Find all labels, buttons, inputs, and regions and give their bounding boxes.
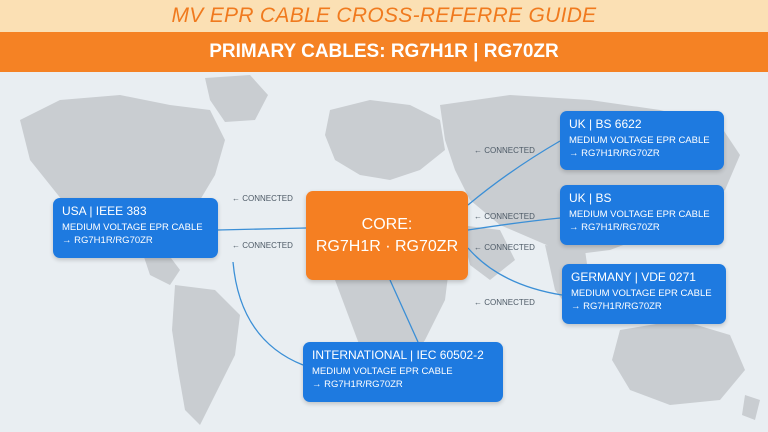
connector-label-germany: ← CONNECTED bbox=[474, 298, 535, 307]
node-germany-heading: GERMANY | VDE 0271 bbox=[571, 270, 696, 284]
node-germany-type: MEDIUM VOLTAGE EPR CABLE bbox=[571, 288, 712, 299]
core-cables: RG7H1R · RG70ZR bbox=[315, 237, 459, 255]
node-international-cables: → RG7H1R/RG70ZR bbox=[312, 379, 403, 390]
landmass-arabia bbox=[460, 225, 515, 280]
node-international-heading: INTERNATIONAL | IEC 60502-2 bbox=[312, 348, 484, 362]
node-germany-cables: → RG7H1R/RG70ZR bbox=[571, 301, 662, 312]
primary-cables-banner: PRIMARY CABLES: RG7H1R | RG70ZR bbox=[0, 32, 768, 72]
node-uk-bs-heading: UK | BS bbox=[569, 191, 612, 205]
landmass-south-america bbox=[172, 285, 240, 425]
node-usa-cables: → RG7H1R/RG70ZR bbox=[62, 235, 153, 246]
landmass-australia bbox=[612, 320, 745, 405]
node-usa-type: MEDIUM VOLTAGE EPR CABLE bbox=[62, 222, 203, 233]
node-germany: GERMANY | VDE 0271 MEDIUM VOLTAGE EPR CA… bbox=[562, 264, 726, 324]
node-uk-bs: UK | BS MEDIUM VOLTAGE EPR CABLE → RG7H1… bbox=[560, 185, 724, 245]
core-label: CORE: bbox=[361, 215, 413, 233]
node-usa: USA | IEEE 383 MEDIUM VOLTAGE EPR CABLE … bbox=[53, 198, 218, 258]
link-core-international bbox=[389, 279, 419, 343]
title-bar: MV EPR CABLE CROSS-REFERRE GUIDE bbox=[0, 0, 768, 32]
node-uk-bs6622-type: MEDIUM VOLTAGE EPR CABLE bbox=[569, 135, 710, 146]
connector-label-usa-top: ← CONNECTED bbox=[232, 194, 293, 203]
link-usa-international bbox=[232, 261, 304, 366]
link-usa-core bbox=[217, 227, 307, 231]
connector-label-uk-bs6622: ← CONNECTED bbox=[474, 146, 535, 155]
connector-label-uk-bs-top: ← CONNECTED bbox=[474, 212, 535, 221]
link-core-germany bbox=[467, 247, 563, 296]
page-title: MV EPR CABLE CROSS-REFERRE GUIDE bbox=[171, 4, 597, 27]
connector-label-usa-bottom: ← CONNECTED bbox=[232, 241, 293, 250]
landmass-greenland bbox=[205, 75, 268, 122]
node-international-type: MEDIUM VOLTAGE EPR CABLE bbox=[312, 366, 453, 377]
link-core-uk-bs bbox=[467, 217, 561, 231]
primary-cables-label: PRIMARY CABLES: RG7H1R | RG70ZR bbox=[209, 41, 559, 62]
node-uk-bs-type: MEDIUM VOLTAGE EPR CABLE bbox=[569, 209, 710, 220]
node-uk-bs-cables: → RG7H1R/RG70ZR bbox=[569, 222, 660, 233]
node-international: INTERNATIONAL | IEC 60502-2 MEDIUM VOLTA… bbox=[303, 342, 503, 402]
core-node: CORE: RG7H1R · RG70ZR bbox=[306, 191, 468, 280]
node-uk-bs6622-cables: → RG7H1R/RG70ZR bbox=[569, 148, 660, 159]
node-usa-heading: USA | IEEE 383 bbox=[62, 204, 147, 218]
node-uk-bs6622-heading: UK | BS 6622 bbox=[569, 117, 642, 131]
connector-label-uk-bs-bottom: ← CONNECTED bbox=[474, 243, 535, 252]
node-uk-bs6622: UK | BS 6622 MEDIUM VOLTAGE EPR CABLE → … bbox=[560, 111, 724, 170]
link-core-uk-bs6622 bbox=[467, 140, 561, 206]
landmass-new-zealand bbox=[742, 395, 760, 420]
landmass-europe bbox=[325, 100, 445, 180]
